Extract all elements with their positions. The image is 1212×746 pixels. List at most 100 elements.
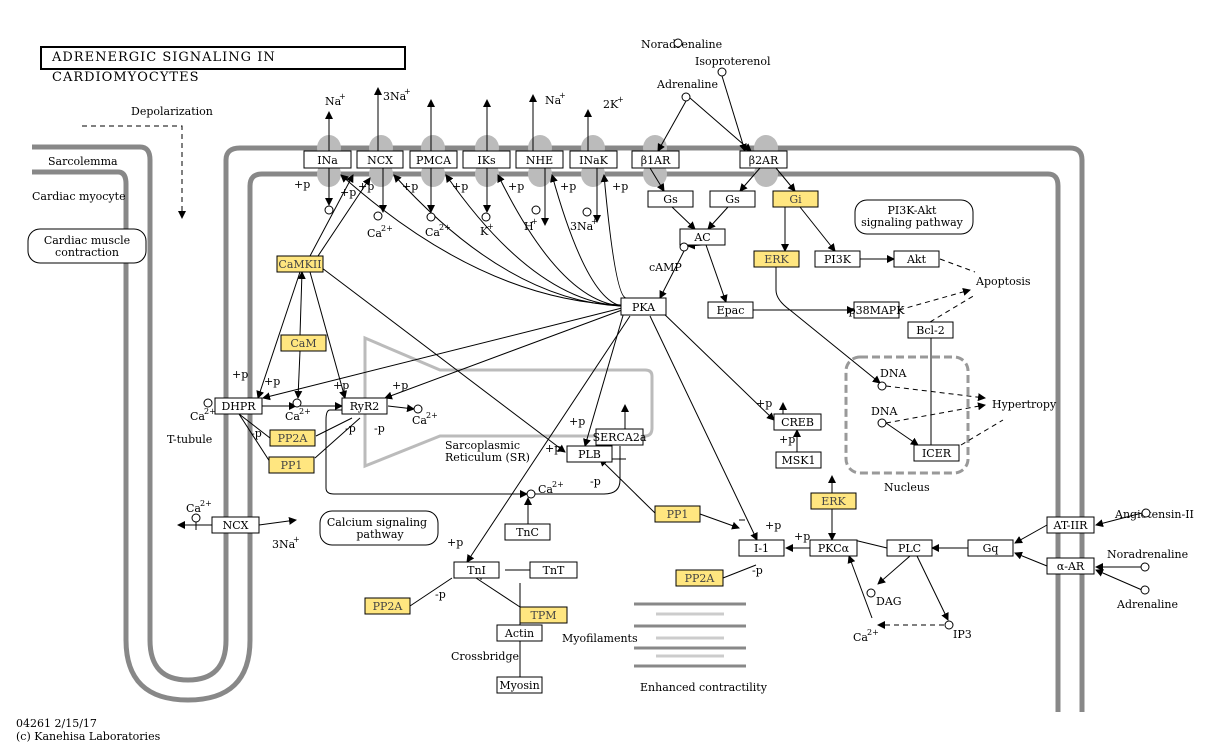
gene-aar[interactable]: α-AR bbox=[1046, 557, 1095, 575]
mod-minus-p: -p bbox=[752, 564, 763, 577]
gene-label: Gq bbox=[983, 542, 999, 555]
pathway-cardiac-contraction[interactable] bbox=[27, 228, 147, 264]
gene-pi3k[interactable]: PI3K bbox=[814, 250, 861, 268]
gene-myosin[interactable]: Myosin bbox=[496, 676, 543, 694]
pathway-calcium-line1: Calcium signaling bbox=[327, 516, 427, 529]
gene-at1r[interactable]: AT-IIR bbox=[1046, 516, 1095, 534]
compound-dot[interactable] bbox=[944, 620, 954, 630]
gene-nhe[interactable]: NHE bbox=[515, 150, 564, 169]
compound-dot[interactable] bbox=[1141, 508, 1151, 518]
gene-pp1b[interactable]: PP1 bbox=[654, 505, 701, 523]
gene-camkii[interactable]: CaMKII bbox=[276, 255, 324, 273]
label-sr-2: Reticulum (SR) bbox=[445, 451, 530, 464]
compound-dot[interactable] bbox=[717, 67, 727, 77]
mod-plus-p: +p bbox=[452, 180, 468, 193]
compound-dot[interactable] bbox=[203, 398, 213, 408]
compound-nodes bbox=[191, 38, 1151, 630]
gene-creb[interactable]: CREB bbox=[773, 413, 822, 431]
gene-actin[interactable]: Actin bbox=[496, 624, 543, 642]
gene-inak[interactable]: INaK bbox=[569, 150, 618, 169]
compound-dot[interactable] bbox=[191, 513, 201, 523]
gene-erk1[interactable]: ERK bbox=[753, 250, 800, 268]
gene-pkca[interactable]: PKCα bbox=[809, 539, 858, 557]
gene-gs2[interactable]: Gs bbox=[709, 190, 756, 208]
mod-plus-p: +p bbox=[756, 397, 772, 410]
gene-ac[interactable]: AC bbox=[679, 228, 726, 246]
gene-label: AC bbox=[693, 231, 710, 244]
gene-p38[interactable]: p38MAPK bbox=[849, 301, 906, 319]
pathway-calcium-signaling[interactable] bbox=[319, 510, 439, 546]
compound-dot[interactable] bbox=[1140, 585, 1150, 595]
gene-label: Myosin bbox=[499, 679, 539, 692]
gene-pp2a3[interactable]: PP2A bbox=[675, 569, 724, 587]
gene-msk1[interactable]: MSK1 bbox=[775, 451, 822, 469]
gene-ryr2[interactable]: RyR2 bbox=[341, 397, 388, 415]
gene-tnc[interactable]: TnC bbox=[504, 523, 551, 541]
gene-label: PP2A bbox=[373, 600, 404, 613]
compound-dot[interactable] bbox=[526, 489, 536, 499]
compound-dot[interactable] bbox=[673, 38, 683, 48]
compound-dot[interactable] bbox=[582, 207, 592, 217]
gene-pmca[interactable]: PMCA bbox=[409, 150, 458, 169]
gene-ncx_top[interactable]: NCX bbox=[356, 150, 404, 169]
page-title: ADRENERGIC SIGNALING IN CARDIOMYOCYTES bbox=[40, 46, 406, 85]
compound-dot[interactable] bbox=[679, 242, 689, 252]
gene-label: INaK bbox=[579, 154, 609, 167]
compound-dot[interactable] bbox=[292, 398, 302, 408]
gene-label: PKCα bbox=[818, 542, 850, 555]
gene-label: α-AR bbox=[1057, 560, 1085, 573]
compound-dot[interactable] bbox=[481, 212, 491, 222]
gene-gi[interactable]: Gi bbox=[772, 190, 819, 208]
nucleus-boundary bbox=[844, 355, 970, 475]
gene-erk2[interactable]: ERK bbox=[810, 492, 857, 510]
gene-dhpr[interactable]: DHPR bbox=[214, 397, 263, 415]
gene-plc[interactable]: PLC bbox=[886, 539, 933, 557]
compound-dot[interactable] bbox=[877, 418, 887, 428]
gene-tpm[interactable]: TPM bbox=[519, 606, 568, 624]
ion-sup: + bbox=[339, 92, 346, 101]
gene-ina[interactable]: INa bbox=[303, 150, 352, 169]
compound-dot[interactable] bbox=[1140, 562, 1150, 572]
pathway-links: Cardiac muscle contraction Calcium signa… bbox=[27, 199, 974, 546]
gene-serca2a[interactable]: SERCA2a bbox=[593, 428, 647, 446]
gene-pp2a2[interactable]: PP2A bbox=[364, 597, 411, 615]
pathway-pi3k-akt[interactable] bbox=[854, 199, 974, 235]
mod-minus-p: -p bbox=[251, 427, 262, 440]
gene-b1ar[interactable]: β1AR bbox=[631, 150, 680, 169]
label-cardiac-myocyte: Cardiac myocyte bbox=[32, 190, 126, 203]
gene-icer[interactable]: ICER bbox=[913, 444, 960, 462]
ion-na3: 3Na bbox=[383, 90, 407, 103]
gene-epac[interactable]: Epac bbox=[707, 301, 754, 319]
gene-cam[interactable]: CaM bbox=[280, 334, 327, 352]
gene-label: PP1 bbox=[667, 508, 689, 521]
gene-label: INa bbox=[317, 154, 338, 167]
compound-dot[interactable] bbox=[866, 588, 876, 598]
compound-dot[interactable] bbox=[426, 212, 436, 222]
ion-sup: + bbox=[617, 95, 624, 104]
pathway-cardiac-contraction-line2: contraction bbox=[55, 246, 119, 259]
gene-iks[interactable]: IKs bbox=[462, 150, 511, 169]
gene-plb[interactable]: PLB bbox=[566, 445, 613, 463]
gene-akt[interactable]: Akt bbox=[893, 250, 940, 268]
gene-gs1[interactable]: Gs bbox=[647, 190, 694, 208]
compound-dot[interactable] bbox=[413, 404, 423, 414]
ion-sup: 2+ bbox=[552, 480, 564, 489]
gene-bcl2[interactable]: Bcl-2 bbox=[907, 321, 954, 339]
compound-dot[interactable] bbox=[877, 381, 887, 391]
compound-dot[interactable] bbox=[681, 92, 691, 102]
compound-dot[interactable] bbox=[531, 205, 541, 215]
gene-tni[interactable]: TnI bbox=[453, 561, 500, 579]
gene-b2ar[interactable]: β2AR bbox=[739, 150, 788, 169]
pathway-calcium-line2: pathway bbox=[356, 528, 404, 541]
compound-dot[interactable] bbox=[324, 205, 334, 215]
gene-tnt[interactable]: TnT bbox=[529, 561, 578, 579]
compound-dot[interactable] bbox=[373, 211, 383, 221]
ion-ca_ncx: Ca bbox=[367, 227, 382, 240]
gene-i1[interactable]: I-1 bbox=[738, 539, 785, 557]
gene-gq[interactable]: Gq bbox=[967, 539, 1014, 557]
gene-pp2a1[interactable]: PP2A bbox=[269, 429, 316, 447]
gene-ncx_low[interactable]: NCX bbox=[211, 516, 260, 534]
gene-label: PI3K bbox=[824, 253, 852, 266]
gene-pka[interactable]: PKA bbox=[620, 297, 667, 316]
gene-pp1a[interactable]: PP1 bbox=[268, 456, 315, 474]
